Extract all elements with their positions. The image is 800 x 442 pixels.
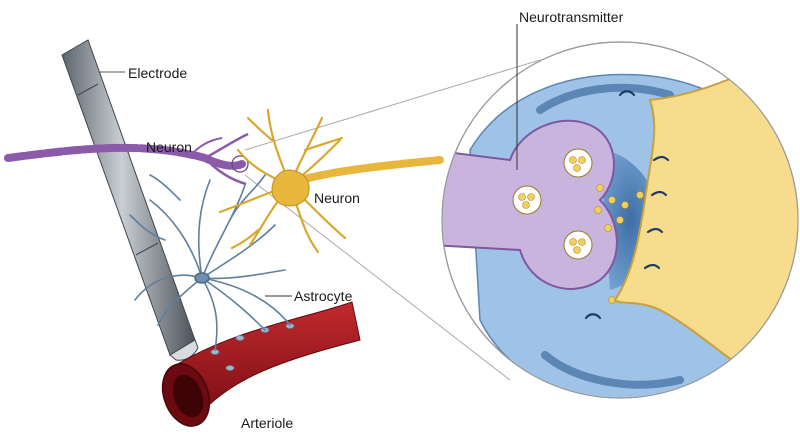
synapse-zoom xyxy=(430,40,800,403)
neuron-presynaptic-label: Neuron xyxy=(146,139,192,155)
neuron-postsynaptic-label: Neuron xyxy=(314,190,360,206)
neurotransmitter-label: Neurotransmitter xyxy=(519,9,624,25)
electrode xyxy=(62,40,198,360)
arteriole-label: Arteriole xyxy=(241,415,293,431)
astrocyte-label: Astrocyte xyxy=(294,288,353,304)
electrode-label: Electrode xyxy=(128,65,187,81)
